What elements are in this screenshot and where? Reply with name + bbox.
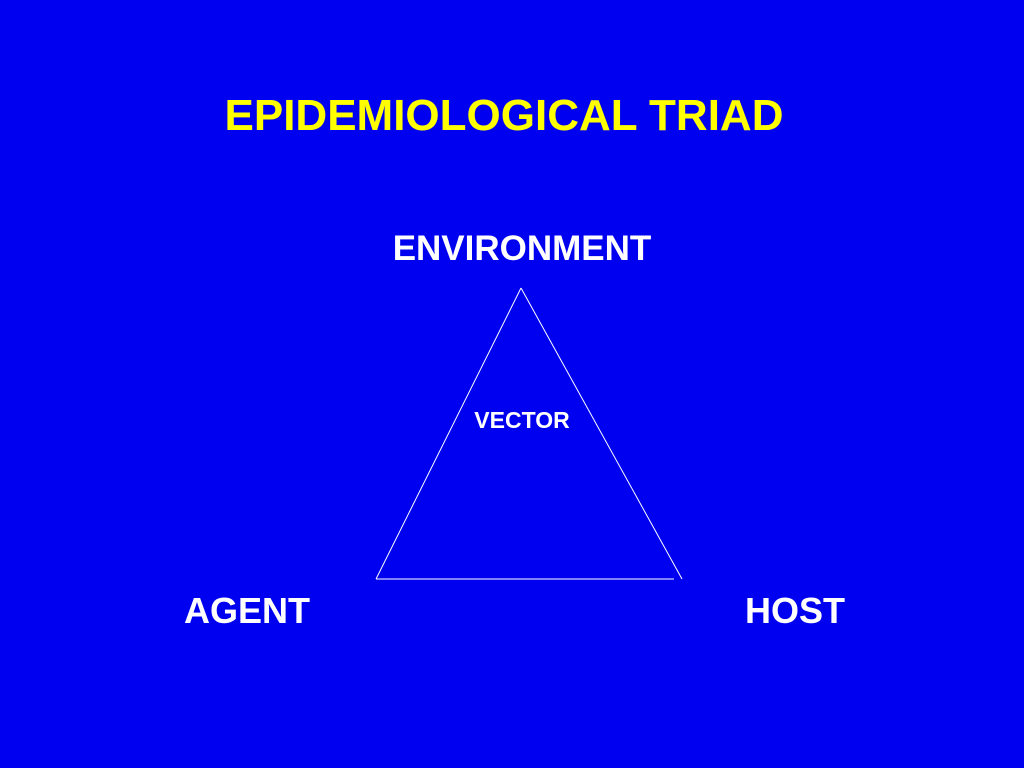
triangle-right-edge (520, 287, 683, 580)
slide-title: EPIDEMIOLOGICAL TRIAD (224, 91, 784, 140)
host-label: HOST (744, 590, 845, 631)
agent-label: AGENT (184, 590, 310, 631)
vector-label: VECTOR (474, 407, 570, 433)
triangle-left-edge (375, 287, 522, 580)
environment-label: ENVIRONMENT (392, 229, 652, 268)
